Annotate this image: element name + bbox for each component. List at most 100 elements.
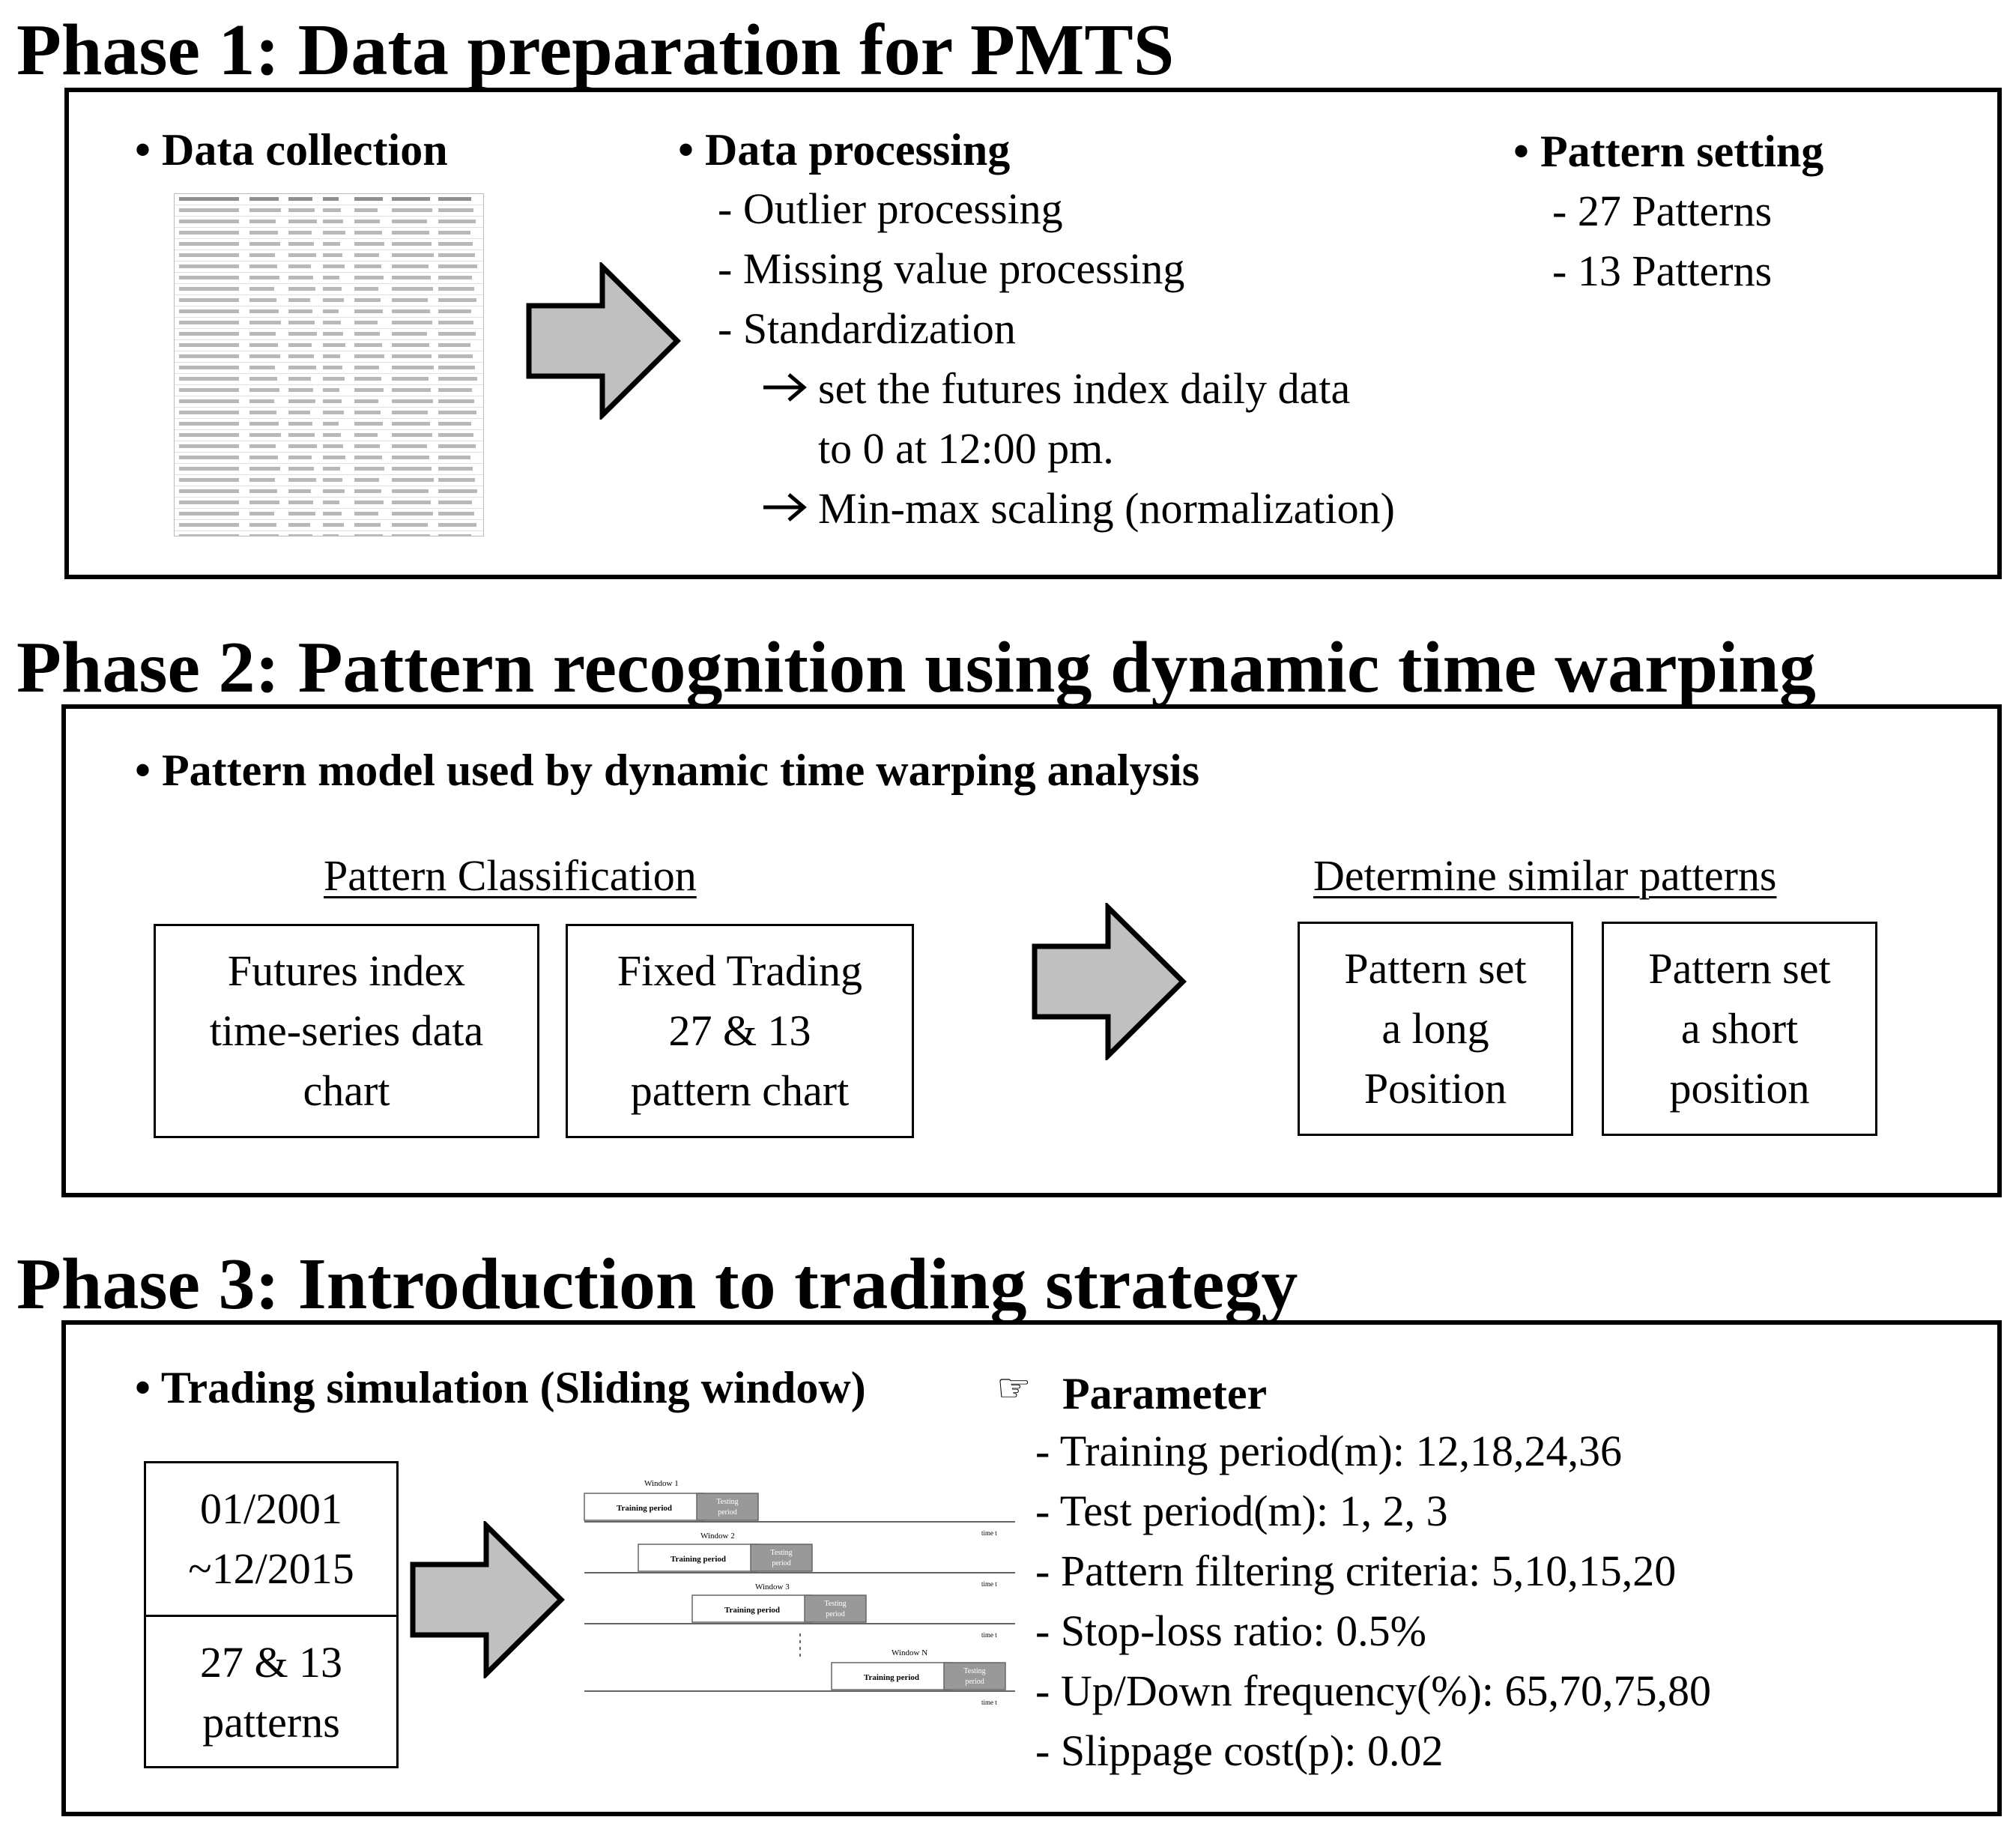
spreadsheet-cell (323, 332, 343, 336)
arrow-sub-icon (763, 373, 807, 402)
box-line: a short (1680, 1004, 1799, 1053)
spreadsheet-cell (354, 208, 378, 212)
spreadsheet-cell (438, 411, 476, 414)
spreadsheet-cell (179, 332, 239, 336)
period-patterns: 27 & 13 patterns (146, 1617, 396, 1768)
training-period-label: Training period (724, 1606, 780, 1615)
spreadsheet-cell (288, 332, 317, 336)
spreadsheet-cell (249, 512, 274, 516)
spreadsheet-row (175, 228, 483, 239)
spreadsheet-cell (288, 321, 315, 324)
spreadsheet-row (175, 374, 483, 385)
spreadsheet-cell (323, 478, 342, 482)
box-line: time-series data (209, 1006, 484, 1055)
spreadsheet-cell (249, 298, 276, 302)
training-period-rect (638, 1544, 759, 1572)
spreadsheet-cell (392, 366, 434, 369)
period-range: 01/2001 ~12/2015 (146, 1463, 396, 1617)
spreadsheet-row (175, 261, 483, 273)
determine-similar-label: Determine similar patterns (1313, 851, 1777, 900)
spreadsheet-cell (288, 354, 314, 358)
spreadsheet-cell (392, 456, 429, 459)
spreadsheet-cell (354, 501, 384, 504)
time-label: time t (981, 1631, 997, 1639)
spreadsheet-cell (323, 399, 342, 403)
spreadsheet-cell (249, 478, 275, 482)
spreadsheet-cell (288, 309, 312, 313)
spreadsheet-row (175, 486, 483, 498)
spreadsheet-cell (179, 321, 239, 324)
spreadsheet-cell (288, 411, 310, 414)
spreadsheet-row (175, 306, 483, 318)
spreadsheet-cell (249, 399, 274, 403)
spreadsheet-cell (288, 253, 316, 257)
spreadsheet-cell (438, 489, 477, 493)
phase3-title: Phase 3: Introduction to trading strateg… (16, 1244, 1298, 1325)
spreadsheet-row (175, 273, 483, 284)
param-filtering-criteria: - Pattern filtering criteria: 5,10,15,20 (1035, 1547, 1677, 1595)
patterns-label: patterns (202, 1698, 340, 1747)
spreadsheet-cell (323, 298, 344, 302)
spreadsheet-cell (438, 467, 473, 471)
spreadsheet-cell (392, 501, 431, 504)
spreadsheet-cell (179, 354, 239, 358)
spreadsheet-cell (323, 287, 342, 291)
period-label: period (965, 1678, 984, 1686)
box-line: a long (1381, 1004, 1489, 1053)
spreadsheet-cell (323, 444, 343, 448)
box-line: Futures index (227, 946, 466, 995)
spreadsheet-cell (249, 489, 277, 493)
spreadsheet-cell (438, 354, 473, 358)
spreadsheet-cell (179, 253, 239, 257)
spreadsheet-cell (323, 276, 339, 279)
spreadsheet-row (175, 205, 483, 217)
spreadsheet-cell (354, 523, 381, 527)
spreadsheet-cell (392, 197, 430, 201)
spreadsheet-cell (438, 197, 471, 201)
spreadsheet-cell (392, 354, 432, 358)
spreadsheet-cell (288, 478, 316, 482)
spreadsheet-cell (323, 523, 344, 527)
trading-simulation-heading: • Trading simulation (Sliding window) (135, 1363, 866, 1412)
box-line: chart (303, 1066, 390, 1115)
pattern-classification-label: Pattern Classification (324, 851, 697, 900)
spreadsheet-cell (249, 377, 277, 381)
pattern-27-item: - 27 Patterns (1552, 187, 1773, 235)
spreadsheet-row (175, 351, 483, 363)
spreadsheet-cell (249, 264, 277, 268)
box-line: Position (1363, 1064, 1507, 1113)
spreadsheet-cell (354, 354, 384, 358)
box-line: pattern chart (630, 1066, 850, 1115)
spreadsheet-cell (438, 287, 474, 291)
spreadsheet-cell (354, 343, 382, 347)
spreadsheet-row (175, 509, 483, 520)
spreadsheet-cell (354, 377, 381, 381)
spreadsheet-cell (438, 388, 472, 392)
spreadsheet-cell (354, 231, 382, 235)
spreadsheet-cell (354, 388, 384, 392)
spreadsheet-cell (354, 309, 383, 313)
spreadsheet-cell (179, 197, 239, 201)
period-start: 01/2001 (199, 1484, 343, 1533)
spreadsheet-cell (288, 377, 311, 381)
spreadsheet-cell (354, 332, 380, 336)
param-slippage-cost: - Slippage cost(p): 0.02 (1035, 1726, 1444, 1775)
spreadsheet-cell (354, 489, 381, 493)
spreadsheet-cell (179, 456, 239, 459)
spreadsheet-cell (354, 298, 381, 302)
spreadsheet-cell (249, 388, 279, 392)
spreadsheet-cell (392, 242, 432, 246)
spreadsheet-cell (249, 354, 280, 358)
spreadsheet-cell (179, 231, 239, 235)
spreadsheet-cell (323, 456, 345, 459)
spreadsheet-cell (392, 489, 429, 493)
spreadsheet-cell (323, 208, 341, 212)
spreadsheet-cell (179, 411, 239, 414)
spreadsheet-cell (323, 220, 343, 223)
spreadsheet-cell (179, 220, 239, 223)
long-position-box: Pattern set a long Position (1298, 922, 1573, 1136)
spreadsheet-row (175, 498, 483, 509)
spreadsheet-cell (438, 298, 476, 302)
spreadsheet-cell (392, 444, 427, 448)
spreadsheet-cell (249, 456, 278, 459)
